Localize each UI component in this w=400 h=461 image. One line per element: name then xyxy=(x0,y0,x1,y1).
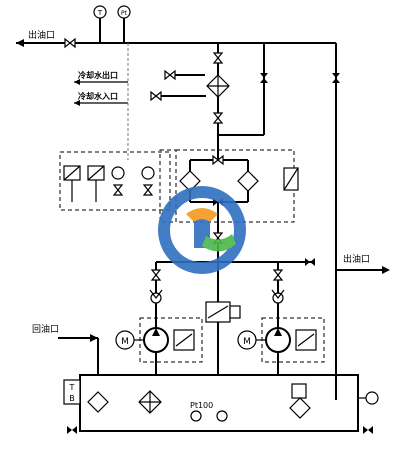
pump-group-1: M xyxy=(115,317,203,363)
cooling-in-valve[interactable] xyxy=(150,91,162,101)
outlet-right-arrow: 出油口 xyxy=(336,253,390,274)
svg-text:M: M xyxy=(121,337,129,347)
pump-1-isolation-valve[interactable] xyxy=(151,269,161,281)
cooler xyxy=(206,74,230,98)
svg-text:Pt: Pt xyxy=(121,10,128,17)
svg-text:T: T xyxy=(97,9,103,17)
tank-drain-left[interactable] xyxy=(67,426,77,434)
bypass-valve[interactable] xyxy=(260,73,268,83)
relief-valve xyxy=(205,301,241,323)
tank-b-label: B xyxy=(69,394,75,403)
pt100-label: Pt100 xyxy=(190,401,213,410)
cooling-water-lines: 冷却水出口 冷却水入口 xyxy=(74,43,129,160)
tank-t-label: T xyxy=(69,383,75,392)
outlet-right-valve[interactable] xyxy=(305,258,315,266)
return-inlet-label: 回油口 xyxy=(32,323,59,335)
instrument-panel xyxy=(59,151,171,211)
oil-tank: T B Pt100 xyxy=(63,374,379,432)
cooling-out-label: 冷却水出口 xyxy=(78,70,118,80)
cooler-inlet-valve[interactable] xyxy=(213,52,223,64)
return-inlet-arrow: 回油口 xyxy=(32,323,98,342)
temperature-gauge-top: T xyxy=(93,5,107,19)
outlet-top-arrow: 出油口 xyxy=(16,29,56,47)
outlet-top-valve[interactable] xyxy=(64,38,76,48)
cooling-out-valve[interactable] xyxy=(164,70,176,80)
pt-gauge-top: Pt xyxy=(117,5,131,19)
tank-drain-right[interactable] xyxy=(363,426,373,434)
pump-2-isolation-valve[interactable] xyxy=(273,269,283,281)
filter-right xyxy=(237,170,259,192)
outlet-right-label: 出油口 xyxy=(343,253,370,265)
outlet-top-label: 出油口 xyxy=(28,29,55,41)
return-bypass-valve[interactable] xyxy=(332,73,340,83)
cooler-outlet-valve[interactable] xyxy=(213,112,223,124)
watermark-logo xyxy=(158,186,246,274)
svg-text:M: M xyxy=(243,337,251,347)
pump-group-2: M xyxy=(237,317,325,363)
cooling-in-label: 冷却水入口 xyxy=(78,91,118,101)
